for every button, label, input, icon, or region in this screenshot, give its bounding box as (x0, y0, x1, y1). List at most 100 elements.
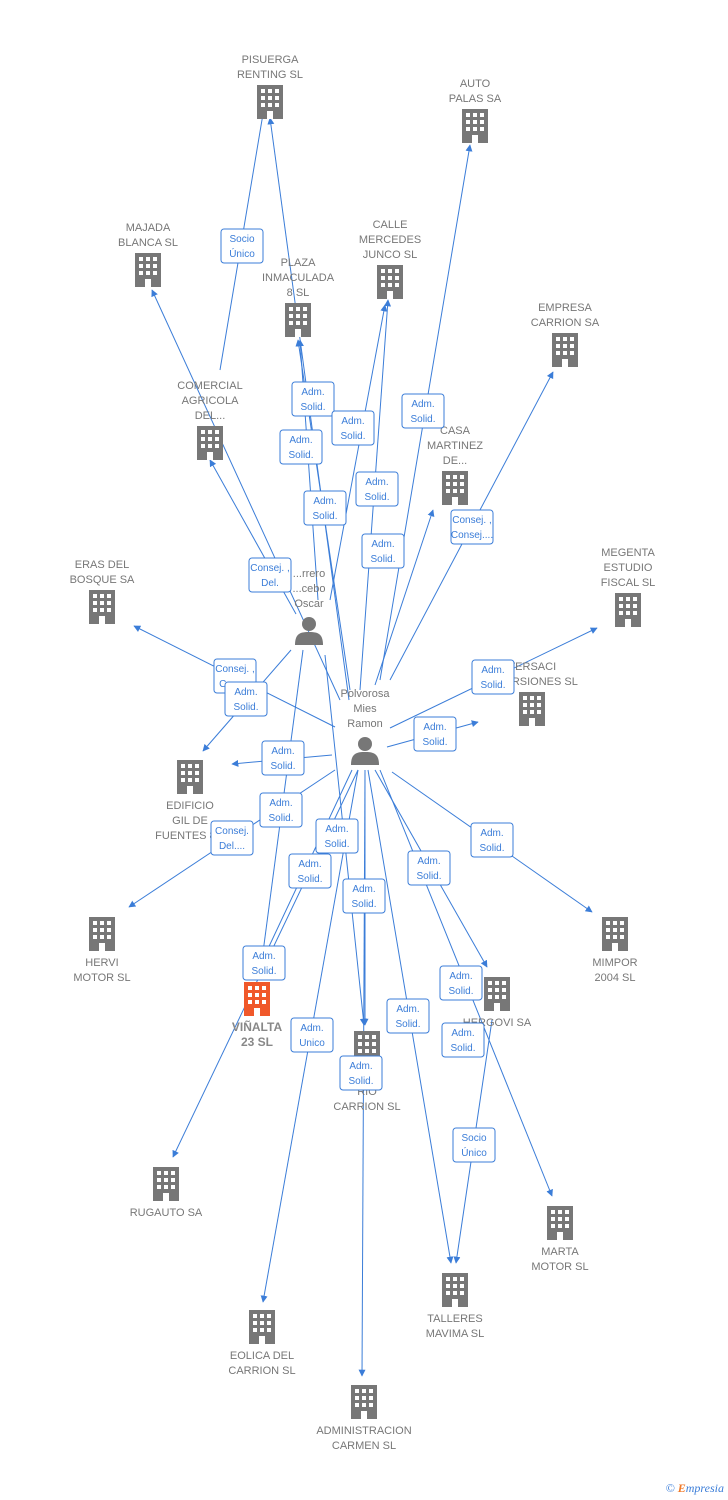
edge-badge-ramon-vinalta[interactable]: Adm.Solid. (242, 945, 286, 981)
edge-badge-ramon-mimpor[interactable]: Consej.Del.... (210, 820, 254, 856)
edge-badge-ramon-calle[interactable]: Adm.Solid. (303, 490, 347, 526)
edge-badge-oscar-plaza[interactable]: Adm.Solid. (355, 471, 399, 507)
node-label-line: MAVIMA SL (426, 1328, 484, 1340)
edge-badge-ramon-empresa[interactable]: Consej. ,Consej.... (450, 509, 494, 545)
edge-badge-ramon-marta[interactable]: Adm.Solid. (439, 965, 483, 1001)
edge-badge-text: Adm. (252, 951, 275, 962)
edge-badge-text: Solid. (300, 402, 325, 413)
brand-logo: © Empresia (666, 1481, 724, 1496)
node-label-line: TALLERES (427, 1313, 482, 1325)
edge-badge-ramon-rugauto[interactable]: Adm.Solid. (407, 850, 451, 886)
edge-badge-text: Adm. (325, 824, 348, 835)
edge-badge-ramon-majada[interactable]: Adm.Solid. (331, 410, 375, 446)
node-label-line: DE... (443, 455, 467, 467)
node-label-line: EOLICA DEL (230, 1350, 294, 1362)
edge-badge-oscar-vinalta[interactable]: Adm.Solid. (470, 822, 514, 858)
node-talleres[interactable]: TALLERES MAVIMA SL (426, 1273, 484, 1340)
edge-badge-ramon-casa[interactable]: Adm.Solid. (441, 1022, 485, 1058)
edge-badge-ramon-plaza[interactable]: Adm.Solid. (361, 533, 405, 569)
edge-badge-text: Adm. (411, 399, 434, 410)
edge-badge-ramon-talleres[interactable]: Adm.Solid. (386, 998, 430, 1034)
edge-badge-ramon-autopalas[interactable]: Adm. Solid. (401, 393, 445, 429)
building-icon (377, 265, 403, 299)
building-icon (484, 977, 510, 1011)
edge-badge-oscar-edificio[interactable]: Adm.Solid. (224, 681, 268, 717)
building-icon (442, 471, 468, 505)
node-label-line: ...cebo (292, 583, 325, 595)
edge-badge-text: Solid. (270, 761, 295, 772)
building-icon (249, 1310, 275, 1344)
node-label-line: PALAS SA (449, 93, 502, 105)
edge-badge-ramon-pisuerga[interactable]: Adm.Solid. (291, 381, 335, 417)
node-label-line: FISCAL SL (601, 577, 656, 589)
edge-badge-oscar-rio[interactable]: Adm.Solid. (288, 853, 332, 889)
building-icon (285, 303, 311, 337)
edge-badge-text: Solid. (480, 680, 505, 691)
edge-badge-text: Consej. , (452, 515, 491, 526)
node-label-line: VIÑALTA (232, 1019, 283, 1034)
edge-badge-ramon-versaci[interactable]: Adm.Solid. (413, 716, 457, 752)
edge-badge-text: Adm. (451, 1028, 474, 1039)
edge-badge-ramon-rio[interactable]: Adm.Solid. (342, 878, 386, 914)
node-label-line: VERSACI (508, 661, 556, 673)
node-casa[interactable]: CASAMARTINEZDE... (427, 425, 483, 505)
edge-badge-text: Adm. (349, 1061, 372, 1072)
edge-oscar-plaza (296, 339, 319, 601)
edge-ramon-casa (374, 509, 435, 686)
node-label-line: INMACULADA (262, 272, 335, 284)
node-label-line: MIMPOR (592, 957, 637, 969)
node-rugauto[interactable]: RUGAUTO SA (130, 1167, 203, 1219)
edge-badge-ramon-edificio[interactable]: Adm.Solid. (261, 740, 305, 776)
edge-badge-ramon-administracion[interactable]: Adm. Solid. (339, 1055, 383, 1091)
building-icon (552, 333, 578, 367)
edge-badge-text: Del. (261, 578, 279, 589)
node-label-line: MARTA (541, 1246, 579, 1258)
edge-badge-text: Solid. (410, 414, 435, 425)
node-label-line: MERCEDES (359, 234, 421, 246)
edge-badge-text: Solid. (348, 1076, 373, 1087)
edge-badge-ramon-hervi[interactable]: Adm.Solid. (259, 792, 303, 828)
edge-badge-text: Adm. (481, 665, 504, 676)
edge-badge-ramon-eolica[interactable]: Adm.Unico (290, 1017, 334, 1053)
building-icon (519, 692, 545, 726)
edge-badge-oscar-calle[interactable]: Adm.Solid. (279, 429, 323, 465)
edge-badge-ramon-magenta[interactable]: Adm. Solid. (471, 659, 515, 695)
edge-badge-oscar-comercial[interactable]: Consej. ,Del. (248, 557, 292, 593)
person-icon (351, 737, 379, 765)
edge-badge-text: Adm. (365, 477, 388, 488)
node-label-line: HERVI (85, 957, 118, 969)
node-label-line: 8 SL (287, 287, 310, 299)
copyright-mark: © (665, 1481, 675, 1495)
node-label-line: GIL DE (172, 815, 208, 827)
building-icon (547, 1206, 573, 1240)
building-icon (257, 85, 283, 119)
node-label-line: Ramon (347, 718, 382, 730)
edge-ramon-majada (151, 289, 341, 701)
building-icon (153, 1167, 179, 1201)
edge-badge-text: Solid. (268, 813, 293, 824)
badges-layer: SocioÚnicoAdm.Solid.Adm.Solid.Adm.Solid.… (210, 228, 515, 1163)
edge-badge-text: Adm. (480, 828, 503, 839)
edge-badge-ramon-hergovi[interactable]: Adm.Solid. (315, 818, 359, 854)
node-comercial[interactable]: COMERCIALAGRICOLADEL... (177, 380, 243, 460)
building-icon (89, 917, 115, 951)
